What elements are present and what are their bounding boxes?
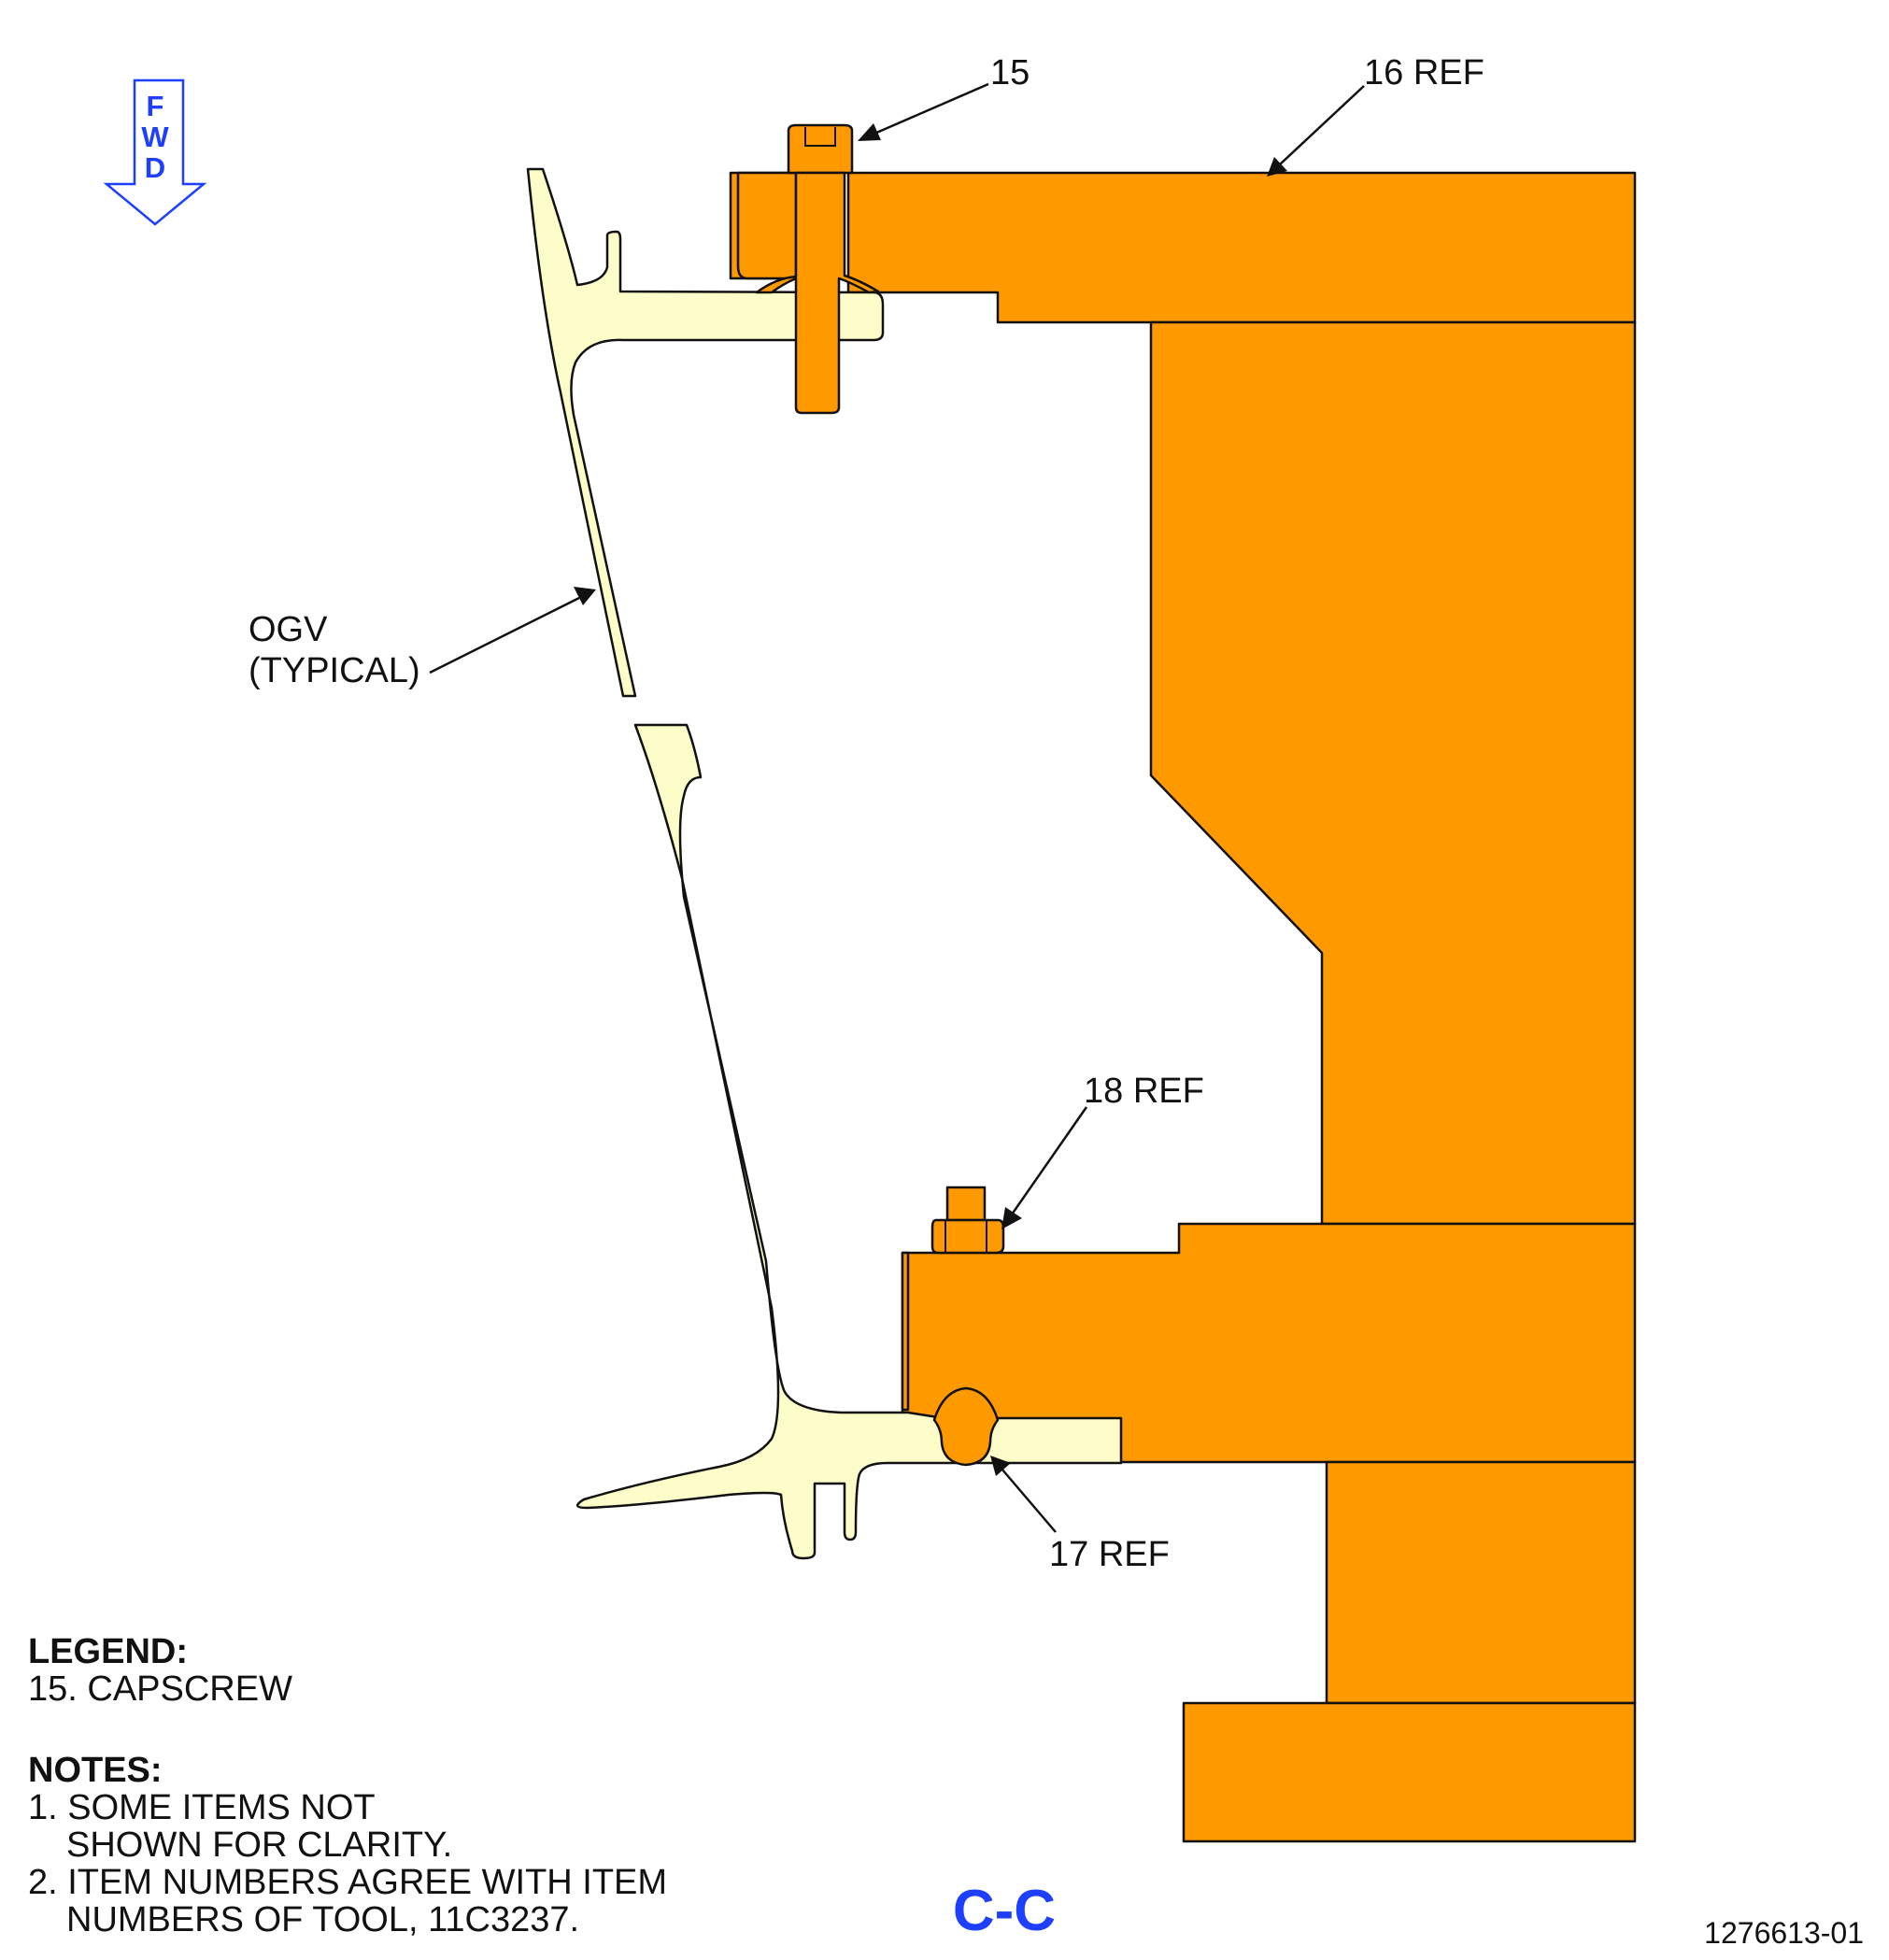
tool-upper-plate bbox=[846, 171, 1637, 324]
note-line: 1. SOME ITEMS NOT bbox=[28, 1788, 376, 1827]
tool-base-plate bbox=[1182, 1701, 1637, 1843]
fwd-letter-d: D bbox=[145, 151, 165, 184]
tool-lower-flange-edge bbox=[901, 1251, 910, 1412]
note-line: 2. ITEM NUMBERS AGREE WITH ITEM bbox=[28, 1863, 667, 1902]
tool-main-block bbox=[1149, 320, 1637, 1226]
nut-18 bbox=[930, 1186, 1005, 1255]
leader-ogv bbox=[429, 587, 596, 675]
callout-item-18-ref: 18 REF bbox=[1084, 1072, 1204, 1111]
legend-heading: LEGEND: bbox=[28, 1632, 188, 1671]
figure-number: 1276613-01 bbox=[1704, 1916, 1864, 1950]
note-line: NUMBERS OF TOOL, 11C3237. bbox=[66, 1900, 579, 1939]
callout-item-16-ref: 16 REF bbox=[1364, 53, 1484, 92]
fwd-arrow-icon: F W D bbox=[103, 78, 207, 226]
notes-heading: NOTES: bbox=[28, 1751, 163, 1790]
callout-ogv-line1: OGV bbox=[249, 610, 328, 649]
callout-ogv-line2: (TYPICAL) bbox=[249, 651, 420, 690]
capscrew-15 bbox=[755, 123, 880, 415]
view-title: C-C bbox=[953, 1879, 1056, 1943]
tool-base-column bbox=[1325, 1460, 1637, 1705]
ogv-lower-section bbox=[576, 723, 1123, 1560]
upper-nut-face bbox=[736, 171, 798, 280]
callout-item-15: 15 bbox=[990, 53, 1030, 92]
leader-item-16 bbox=[1267, 85, 1365, 177]
ogv-upper-section bbox=[526, 167, 885, 698]
leader-item-17 bbox=[990, 1456, 1057, 1533]
leader-item-15 bbox=[858, 82, 989, 141]
fwd-letter-w: W bbox=[141, 121, 169, 153]
note-line: SHOWN FOR CLARITY. bbox=[66, 1825, 452, 1865]
leader-item-18 bbox=[1001, 1106, 1088, 1229]
callout-item-17-ref: 17 REF bbox=[1049, 1535, 1170, 1574]
seal-17 bbox=[932, 1386, 1000, 1467]
legend-item: 15. CAPSCREW bbox=[28, 1669, 292, 1709]
fwd-letter-f: F bbox=[147, 90, 164, 122]
